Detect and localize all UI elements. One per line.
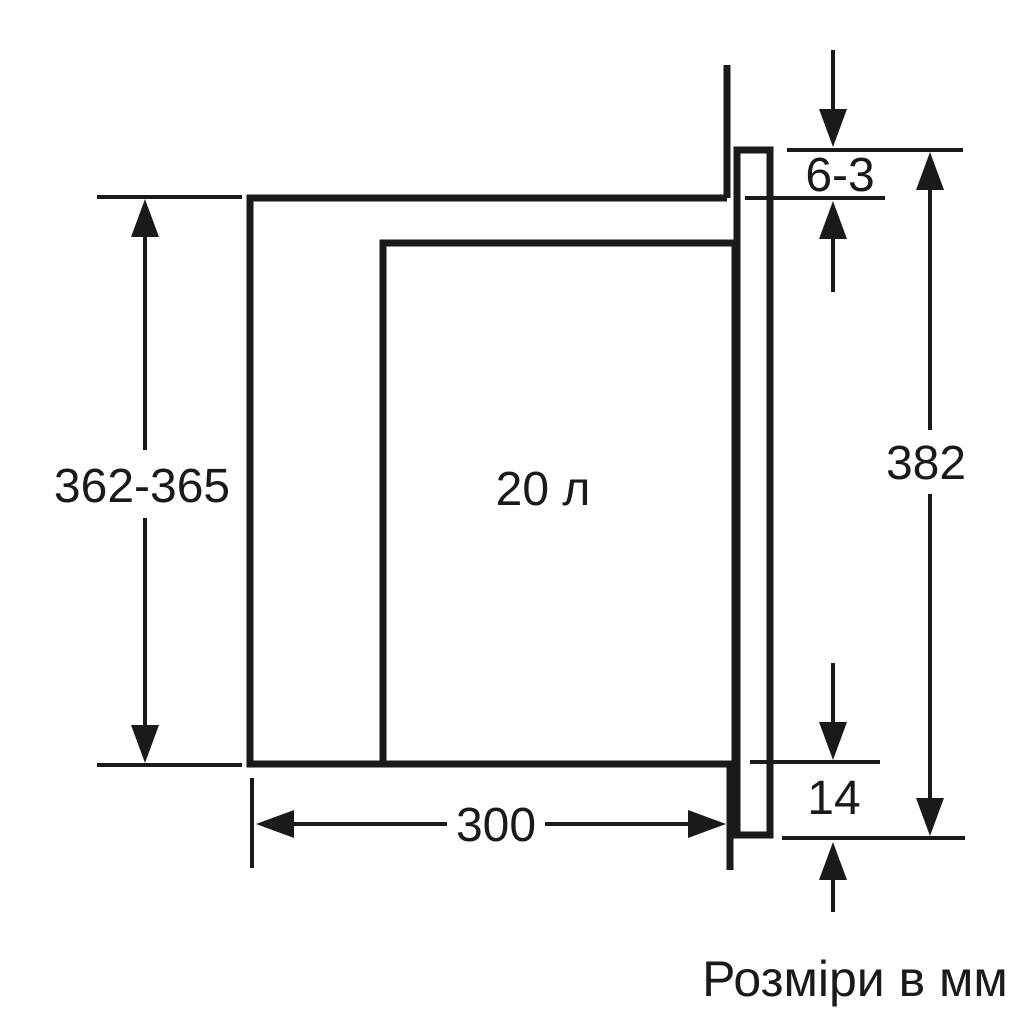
arrow-up-icon xyxy=(916,152,944,190)
cavity-volume-label: 20 л xyxy=(496,463,591,516)
dimension-label-niche-depth: 300 xyxy=(456,799,536,852)
arrow-up-icon xyxy=(131,199,159,237)
arrow-down-icon xyxy=(131,725,159,763)
dimension-top-gap: 6-3 xyxy=(745,50,963,292)
dimension-label-niche-height: 362-365 xyxy=(54,460,230,513)
dimension-label-front-height: 382 xyxy=(886,437,966,490)
front-panel-outline xyxy=(733,146,774,839)
dimension-bottom-overhang: 14 xyxy=(750,663,965,912)
arrow-right-icon xyxy=(688,810,726,838)
dimension-niche-height: 362-365 xyxy=(54,195,242,767)
arrow-up-icon xyxy=(819,201,847,239)
dimension-label-top-gap: 6-3 xyxy=(805,149,874,202)
dimension-label-bottom-overhang: 14 xyxy=(807,772,860,825)
units-caption: Розміри в мм xyxy=(702,951,1008,1007)
arrow-down-icon xyxy=(819,722,847,760)
arrow-up-icon xyxy=(819,842,847,880)
arrow-left-icon xyxy=(256,810,294,838)
arrow-down-icon xyxy=(916,798,944,836)
arrow-down-icon xyxy=(819,109,847,147)
dimension-niche-depth: 300 xyxy=(250,778,726,868)
dimension-front-height: 382 xyxy=(886,152,966,836)
niche-outline xyxy=(246,194,733,768)
